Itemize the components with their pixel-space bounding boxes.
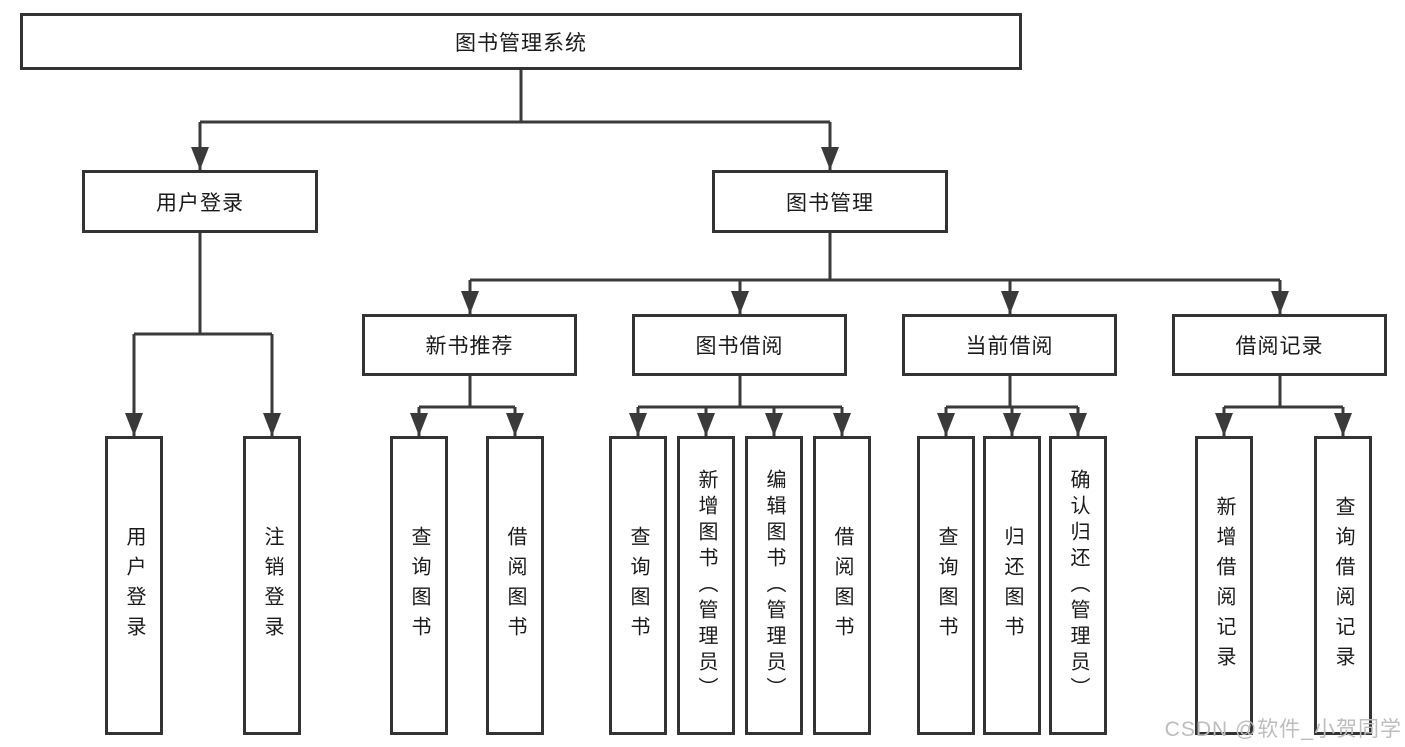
leaf-record-add-record: 新增借阅记录 <box>1195 436 1253 735</box>
leaf-current-confirm-return-admin: 确认归还（管理员） <box>1049 436 1107 735</box>
leaf-recommend-query-book: 查询图书 <box>390 436 448 735</box>
node-borrow-record: 借阅记录 <box>1172 314 1387 376</box>
leaf-logout-login: 注销登录 <box>243 436 301 735</box>
node-current-borrow: 当前借阅 <box>902 314 1117 376</box>
node-book-borrow: 图书借阅 <box>632 314 847 376</box>
leaf-record-query-record: 查询借阅记录 <box>1314 436 1372 735</box>
node-new-book-recommend: 新书推荐 <box>362 314 577 376</box>
leaf-current-query-book: 查询图书 <box>917 436 975 735</box>
leaf-borrow-borrow-book: 借阅图书 <box>813 436 871 735</box>
leaf-borrow-query-book: 查询图书 <box>609 436 667 735</box>
node-user-login: 用户登录 <box>82 170 318 233</box>
node-book-management: 图书管理 <box>712 170 948 233</box>
leaf-user-login: 用户登录 <box>105 436 163 735</box>
leaf-recommend-borrow-book: 借阅图书 <box>486 436 544 735</box>
node-root-system: 图书管理系统 <box>20 13 1022 70</box>
watermark: CSDN @软件_小贺同学 <box>1164 718 1402 741</box>
leaf-borrow-add-book-admin: 新增图书（管理员） <box>677 436 735 735</box>
leaf-current-return-book: 归还图书 <box>983 436 1041 735</box>
connector-trunks <box>134 70 1343 409</box>
leaf-borrow-edit-book-admin: 编辑图书（管理员） <box>745 436 803 735</box>
